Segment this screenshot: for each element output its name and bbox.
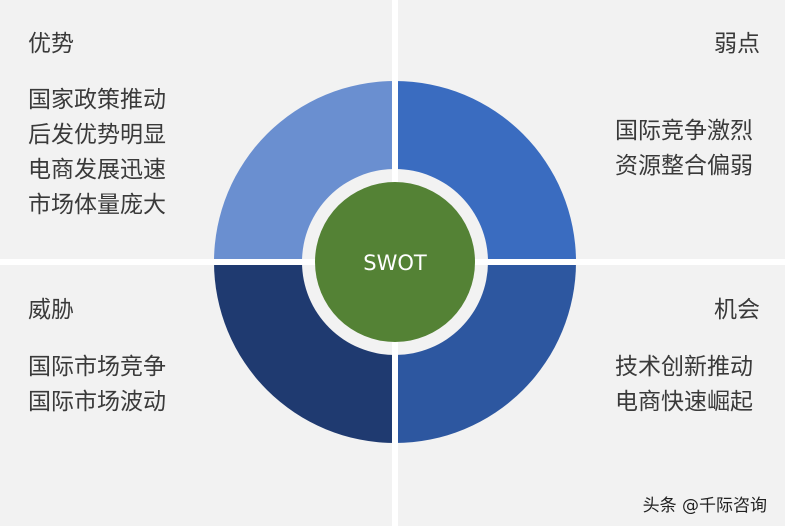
- weaknesses-list: 国际竞争激烈 资源整合偏弱: [615, 114, 753, 184]
- list-item: 技术创新推动: [615, 354, 753, 380]
- opportunities-title: 机会: [714, 297, 760, 323]
- center-label: SWOT: [363, 251, 427, 275]
- strengths-title: 优势: [28, 31, 74, 57]
- opportunities-list: 技术创新推动 电商快速崛起: [615, 350, 753, 420]
- list-item: 国际市场竞争: [28, 354, 166, 380]
- list-item: 电商快速崛起: [615, 389, 753, 415]
- threats-title: 威胁: [28, 297, 74, 323]
- list-item: 国家政策推动: [28, 87, 166, 113]
- list-item: 电商发展迅速: [28, 157, 166, 183]
- list-item: 后发优势明显: [28, 122, 166, 148]
- weaknesses-title: 弱点: [714, 31, 760, 57]
- strengths-list: 国家政策推动 后发优势明显 电商发展迅速 市场体量庞大: [28, 83, 166, 223]
- center-circle: [315, 182, 475, 342]
- threats-list: 国际市场竞争 国际市场波动: [28, 350, 166, 420]
- footer-credit: 头条 @千际咨询: [642, 496, 767, 516]
- list-item: 国际市场波动: [28, 389, 166, 415]
- list-item: 市场体量庞大: [28, 192, 166, 218]
- list-item: 国际竞争激烈: [615, 118, 753, 144]
- list-item: 资源整合偏弱: [615, 153, 753, 179]
